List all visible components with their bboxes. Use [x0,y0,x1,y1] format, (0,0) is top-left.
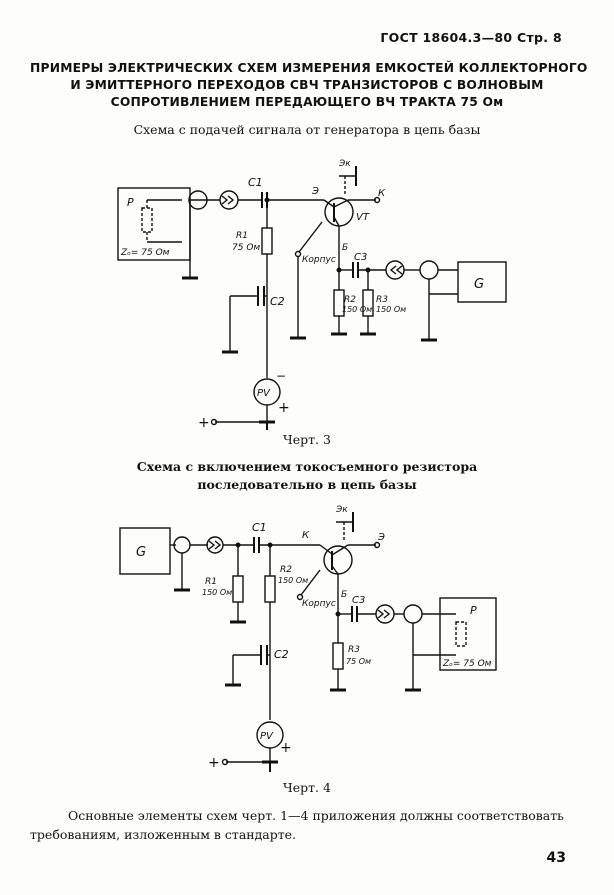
collector-label-2: К [302,530,310,541]
title-line-1: ПРИМЕРЫ ЭЛЕКТРИЧЕСКИХ СХЕМ ИЗМЕРЕНИЯ ЕМК… [30,61,588,75]
diagram-2-subtitle: Схема с включением токосъемного резистор… [0,458,614,494]
diagram-4-caption: Черт. 4 [283,780,331,795]
meter-internal-resistor-2 [455,621,467,647]
pv-label: PV [257,388,271,399]
supply-plus-terminal-2: + [208,755,220,771]
r2-value: 150 Ом [342,305,372,314]
body-note: Основные элементы схем черт. 1—4 приложе… [30,806,590,844]
transistor-vt-2 [323,545,353,575]
r3-resistor-2 [332,642,344,670]
c1-label-2: C1 [252,521,267,534]
c1-label: C1 [248,176,263,189]
note-line-2: требованиям, изложенным в стандарте. [30,827,297,842]
page-number: 43 [546,850,566,866]
c3-label: C3 [354,252,367,263]
attenuator-symbol-4 [375,604,395,624]
note-line-1: Основные элементы схем черт. 1—4 приложе… [68,808,564,823]
base-label-2: Б [341,590,347,600]
document-header: ГОСТ 18604.3—80 Стр. 8 [380,30,562,45]
meter-p-label-2: P [470,604,477,617]
diagram-1-subtitle: Схема с подачей сигнала от генератора в … [133,122,481,137]
r1-label-2: R1 [205,577,217,587]
korpus-label: Корпус [302,255,336,265]
r1-value-2: 150 Ом [202,588,232,597]
korpus-label-2: Корпус [302,599,336,609]
r1-label: R1 [236,231,248,241]
emitter-label-2: Э [377,532,385,543]
generator-label: G [474,277,484,292]
c2-label-2: C2 [274,648,289,661]
ek-label: Эк [338,159,351,169]
generator-g-box-2 [119,527,171,575]
pv-label-2: PV [260,731,274,742]
document-title: ПРИМЕРЫ ЭЛЕКТРИЧЕСКИХ СХЕМ ИЗМЕРЕНИЯ ЕМК… [30,60,588,111]
r2-resistor-2 [264,575,276,603]
collector-label: К [378,188,386,199]
r2-label: R2 [344,295,356,305]
coax-connector-3 [173,536,191,554]
c2-label: C2 [270,295,285,308]
r1-value: 75 Ом [232,243,260,253]
emitter-label: Э [311,186,319,197]
r2-value-2: 150 Ом [278,576,308,585]
title-line-2: И ЭМИТТЕРНОГО ПЕРЕХОДОВ СВЧ ТРАНЗИСТОРОВ… [70,78,544,92]
r3-value-2: 75 Ом [346,657,371,666]
circuit-diagram-4: G C1 R1 150 Ом R2 150 Ом C2 PV + + К Э Э… [119,505,497,772]
svg-text:−: − [276,369,286,383]
r1-resistor-2 [232,575,244,603]
ek-label-2: Эк [335,505,348,515]
coax-connector-4 [403,604,423,624]
supply-plus-terminal: + [198,415,210,431]
c3-label-2: C3 [352,595,365,606]
generator-g-box [457,261,507,303]
r3-label-2: R3 [348,645,360,655]
r3-value: 150 Ом [376,305,406,314]
generator-label-2: G [136,545,146,560]
r3-label: R3 [376,295,388,305]
circuit-diagram-3: P Zₒ= 75 Ом C1 R1 75 Ом C2 PV − + + Э [117,159,507,431]
diagram-2-subtitle-line-1: Схема с включением токосъемного резистор… [136,459,478,474]
meter-impedance-label: Zₒ= 75 Ом [120,248,170,258]
diagram-3-caption: Черт. 3 [283,432,331,447]
diagram-2-subtitle-line-2: последовательно в цепь базы [197,477,417,492]
base-label: Б [342,243,348,253]
meter-p-box-2 [439,597,497,671]
vt-label: VT [356,212,370,223]
meter-impedance-label-2: Zₒ= 75 Ом [442,659,492,669]
title-line-3: СОПРОТИВЛЕНИЕМ ПЕРЕДАЮЩЕГО ВЧ ТРАКТА 75 … [110,95,504,109]
meter-p-label: P [127,196,134,209]
svg-text:+: + [278,400,290,416]
svg-text:+: + [280,740,292,756]
r2-label-2: R2 [280,565,292,575]
